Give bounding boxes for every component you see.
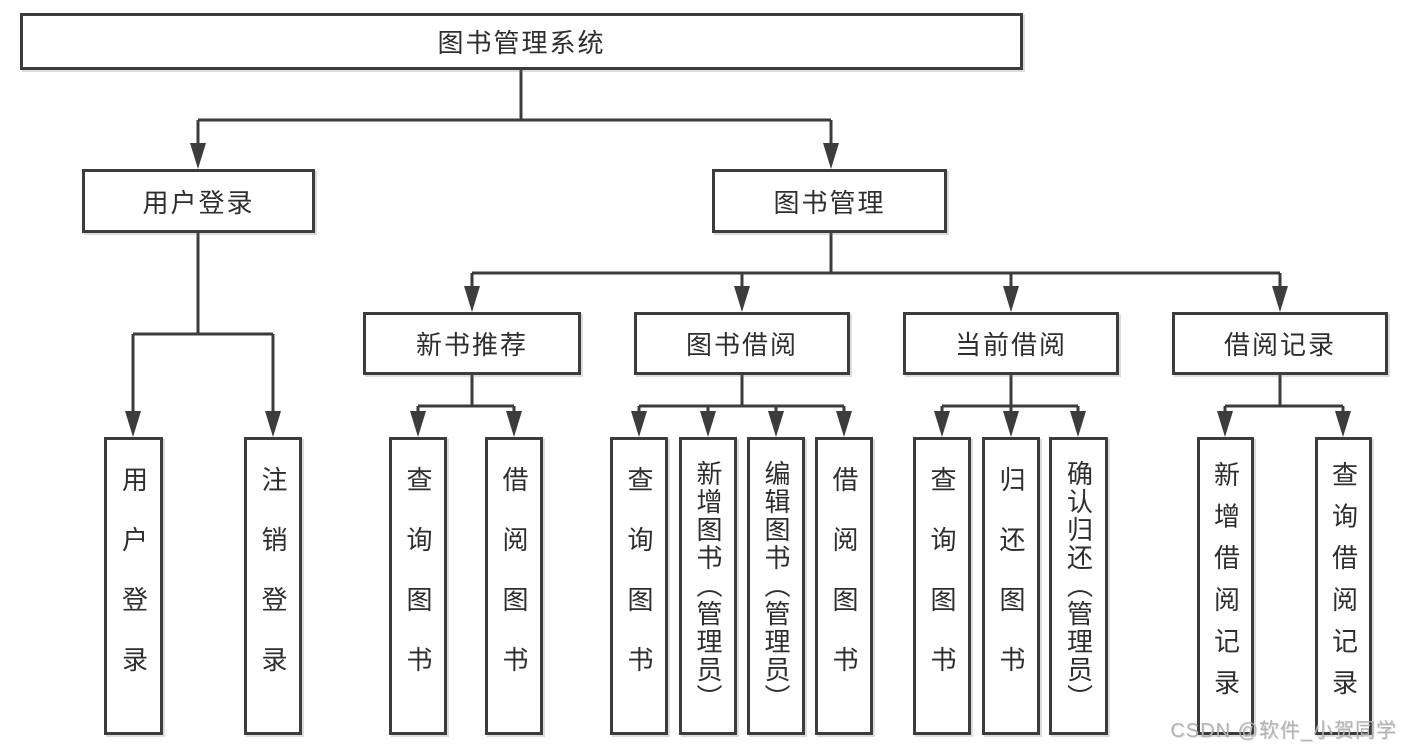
leaf-add-borrow-record: 新增借阅记录 xyxy=(1197,437,1254,735)
node-user-login-label: 用户登录 xyxy=(142,187,255,218)
node-root-label: 图书管理系统 xyxy=(437,28,606,58)
leaf-label: 注销登录 xyxy=(258,466,288,706)
node-current-borrow: 当前借阅 xyxy=(903,312,1119,375)
node-book-management: 图书管理 xyxy=(712,169,947,233)
leaf-label: 新增借阅记录 xyxy=(1210,461,1241,711)
csdn-watermark: CSDN @软件_小贺同学 xyxy=(1170,720,1397,742)
leaf-logout: 注销登录 xyxy=(244,437,302,735)
node-current-borrow-label: 当前借阅 xyxy=(954,330,1067,360)
leaf-query-book-1: 查询图书 xyxy=(389,437,447,735)
leaf-user-login: 用户登录 xyxy=(104,437,163,735)
leaf-return-book: 归还图书 xyxy=(982,437,1040,735)
leaf-query-borrow-record: 查询借阅记录 xyxy=(1315,437,1372,735)
leaf-label: 查询图书 xyxy=(624,466,654,706)
leaf-edit-book-admin: 编辑图书（管理员） xyxy=(747,437,805,735)
leaf-borrow-book-1: 借阅图书 xyxy=(485,437,543,735)
leaf-label: 借阅图书 xyxy=(499,466,529,706)
leaf-label: 用户登录 xyxy=(118,466,149,706)
node-new-book-recommend: 新书推荐 xyxy=(363,312,581,375)
leaf-label: 查询图书 xyxy=(403,466,433,706)
node-borrow-record: 借阅记录 xyxy=(1172,312,1388,375)
node-book-borrow-label: 图书借阅 xyxy=(685,330,798,360)
node-root: 图书管理系统 xyxy=(20,13,1023,70)
leaf-label: 借阅图书 xyxy=(829,466,859,706)
node-borrow-record-label: 借阅记录 xyxy=(1223,330,1336,360)
node-new-book-recommend-label: 新书推荐 xyxy=(415,330,528,360)
leaf-label: 确认归还（管理员） xyxy=(1063,460,1094,712)
leaf-confirm-return-admin: 确认归还（管理员） xyxy=(1049,437,1108,735)
leaf-query-book-2: 查询图书 xyxy=(610,437,668,735)
node-user-login: 用户登录 xyxy=(82,169,315,233)
node-book-borrow: 图书借阅 xyxy=(634,312,850,375)
leaf-label: 编辑图书（管理员） xyxy=(761,460,791,712)
leaf-borrow-book-2: 借阅图书 xyxy=(815,437,873,735)
leaf-label: 查询借阅记录 xyxy=(1328,461,1359,711)
leaf-label: 归还图书 xyxy=(996,466,1026,706)
leaf-add-book-admin: 新增图书（管理员） xyxy=(679,437,737,735)
leaf-query-book-3: 查询图书 xyxy=(913,437,971,735)
node-book-management-label: 图书管理 xyxy=(773,187,886,218)
leaf-label: 查询图书 xyxy=(927,466,957,706)
leaf-label: 新增图书（管理员） xyxy=(693,460,723,712)
